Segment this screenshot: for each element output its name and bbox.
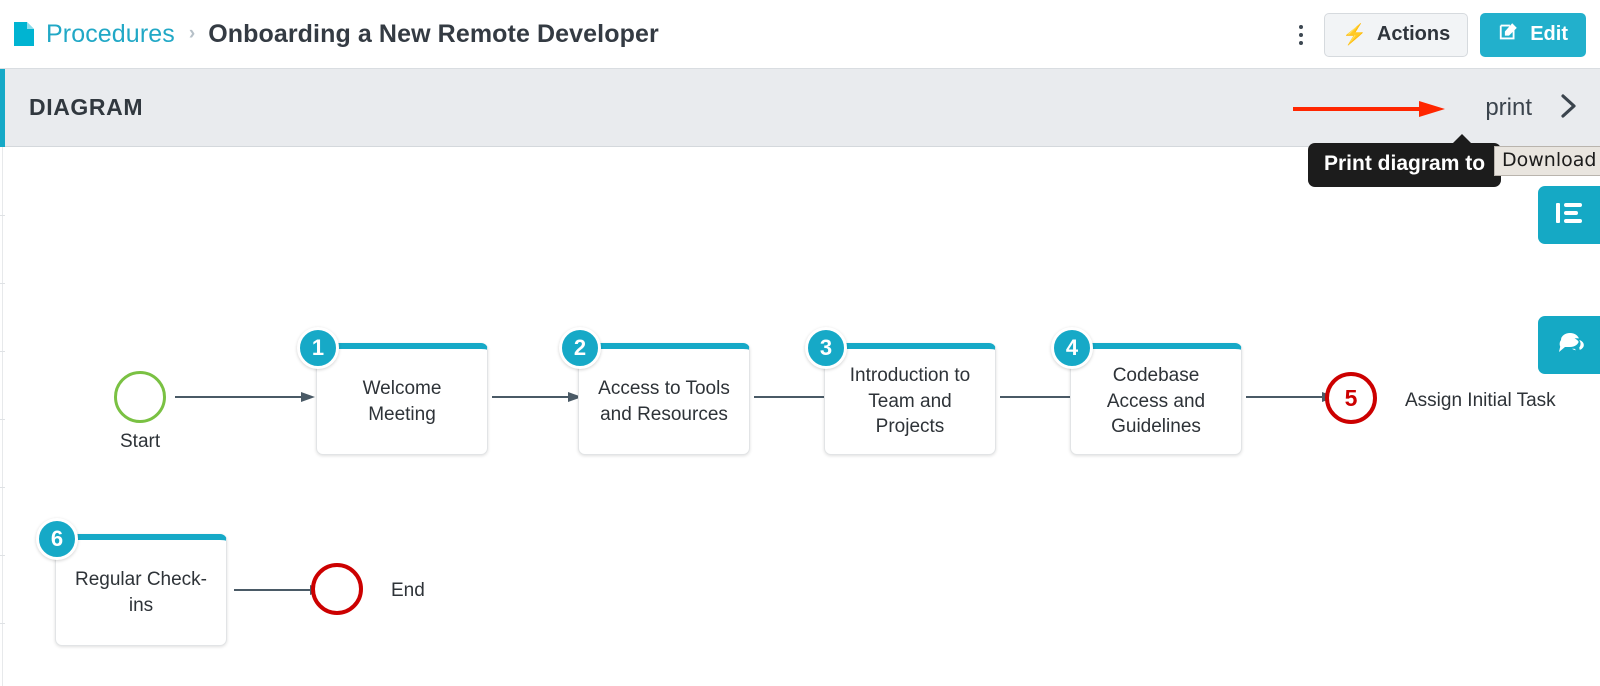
step-node-2-label: Access to Tools and Resources: [598, 377, 730, 425]
diagram-canvas[interactable]: Start 1 Welcome Meeting 2 Access to Tool…: [0, 147, 1600, 686]
chat-bubbles-icon: [1552, 329, 1586, 362]
comments-panel-tab[interactable]: [1538, 316, 1600, 374]
section-title: DIAGRAM: [29, 94, 144, 120]
print-tooltip: Print diagram to: [1308, 134, 1502, 187]
section-accent-bar: [0, 69, 5, 147]
end-node-label: End: [391, 580, 425, 601]
native-download-tooltip: Download: [1494, 146, 1600, 176]
document-icon: [14, 22, 34, 46]
section-header-actions: print: [1485, 69, 1578, 147]
end-node[interactable]: [311, 563, 363, 615]
chevron-right-icon[interactable]: [1560, 92, 1578, 124]
step-node-4-label: Codebase Access and Guidelines: [1106, 365, 1206, 438]
actions-button[interactable]: ⚡ Actions: [1323, 12, 1469, 57]
step-node-4[interactable]: Codebase Access and Guidelines: [1070, 343, 1242, 455]
step-node-6-label: Regular Check-ins: [75, 568, 207, 616]
step-node-6[interactable]: Regular Check-ins: [55, 534, 227, 646]
pencil-square-icon: [1498, 21, 1520, 49]
page-title: Onboarding a New Remote Developer: [208, 19, 659, 48]
top-bar: Procedures › Onboarding a New Remote Dev…: [0, 0, 1600, 69]
breadcrumb: Procedures › Onboarding a New Remote Dev…: [14, 20, 659, 49]
step-node-3-label: Introduction to Team and Projects: [849, 365, 971, 438]
step-node-5[interactable]: 5: [1325, 372, 1377, 424]
step-badge-3: 3: [805, 327, 847, 369]
step-node-1[interactable]: Welcome Meeting: [316, 343, 488, 455]
bolt-icon: ⚡: [1341, 23, 1367, 46]
edge-1-to-2: [492, 390, 582, 404]
step-badge-6: 6: [36, 518, 78, 560]
top-bar-actions: ⚡ Actions Edit: [1290, 0, 1586, 69]
step-badge-4: 4: [1051, 327, 1093, 369]
actions-button-label: Actions: [1376, 23, 1451, 45]
edit-button[interactable]: Edit: [1480, 12, 1586, 57]
details-panel-tab[interactable]: [1538, 186, 1600, 244]
step-badge-1: 1: [297, 327, 339, 369]
step-node-2[interactable]: Access to Tools and Resources: [578, 343, 750, 455]
step-badge-5: 5: [1344, 384, 1358, 411]
start-node-label: Start: [120, 431, 161, 452]
start-node[interactable]: [114, 371, 166, 423]
canvas-ruler: [0, 147, 5, 686]
list-lines-icon: [1554, 200, 1584, 231]
step-node-1-label: Welcome Meeting: [362, 377, 442, 425]
step-node-3[interactable]: Introduction to Team and Projects: [824, 343, 996, 455]
breadcrumb-link-procedures[interactable]: Procedures: [46, 19, 175, 48]
step-badge-2: 2: [559, 327, 601, 369]
more-options-icon[interactable]: [1290, 20, 1312, 50]
edit-button-label: Edit: [1530, 23, 1568, 45]
edge-4-to-5: [1246, 390, 1336, 404]
breadcrumb-separator: ›: [188, 23, 196, 44]
edge-start-to-1: [175, 390, 315, 404]
print-link[interactable]: print: [1485, 94, 1532, 121]
step-node-5-label: Assign Initial Task: [1405, 390, 1556, 411]
red-pointer-arrow: [1293, 100, 1445, 118]
